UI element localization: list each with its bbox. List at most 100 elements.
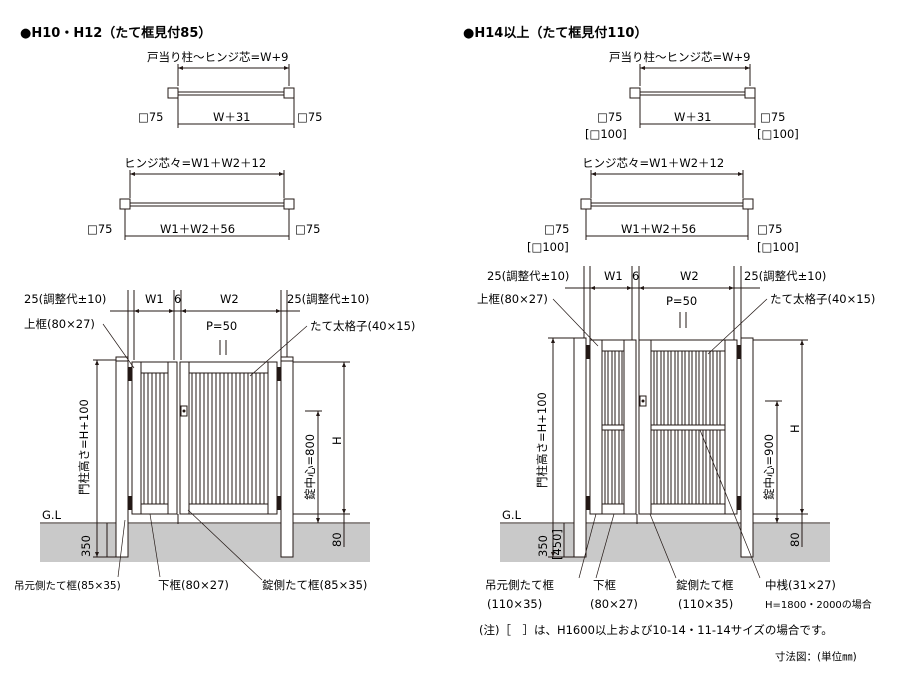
right-adjust-r: 25(調整代±10) xyxy=(744,269,826,283)
right-hinge-stile-size: (110×35) xyxy=(487,597,542,611)
vertical-bar xyxy=(604,429,609,505)
right-plan1-post-r-size-alt: [□100] xyxy=(757,127,799,141)
left-gate-leaf-2 xyxy=(179,361,278,515)
left-adjust-l: 25(調整代±10) xyxy=(24,292,106,306)
left-plan1-post-l-size: □75 xyxy=(138,110,164,124)
vertical-bar xyxy=(207,372,213,505)
vertical-bar xyxy=(215,372,221,505)
right-depth-alt: [450] xyxy=(550,529,564,560)
left-bottom-rail: 下框(80×27) xyxy=(158,578,229,592)
right-plan1-post-l-size: □75 xyxy=(597,110,623,124)
right-post-l xyxy=(573,337,587,558)
right-plan2-post-r-size-alt: [□100] xyxy=(757,240,799,254)
left-adjust-r: 25(調整代±10) xyxy=(287,292,369,306)
vertical-bar xyxy=(239,372,245,505)
right-post-height: 門柱高さ=H+100 xyxy=(535,392,549,488)
vertical-bar xyxy=(199,372,205,505)
vertical-bar xyxy=(716,429,721,505)
left-post-r xyxy=(280,359,294,558)
left-bar: たて太格子(40×15) xyxy=(310,319,415,333)
left-post-height: 門柱高さ=H+100 xyxy=(77,399,91,495)
right-title: ●H14以上（たて框見付110） xyxy=(463,25,647,41)
right-mid-rail-note: H=1800・2000の場合 xyxy=(765,598,872,611)
left-plan1-post-r-size: □75 xyxy=(297,110,323,124)
vertical-bar xyxy=(159,372,165,505)
left-plan2-post-l-size: □75 xyxy=(87,222,113,236)
vertical-bar xyxy=(702,350,707,426)
right-plan1-top-label: 戸当り柱～ヒンジ芯=W+9 xyxy=(609,50,750,64)
right-plan-2: ヒンジ芯々=W1＋W2＋12 □75 [□100] W1＋W2＋56 □75 [… xyxy=(527,156,799,254)
vertical-bar xyxy=(674,429,679,505)
right-plan2-post-r-size: □75 xyxy=(757,222,783,236)
vertical-bar xyxy=(231,372,237,505)
vertical-bar xyxy=(223,372,229,505)
right-bar: たて太格子(40×15) xyxy=(770,292,875,306)
left-h: H xyxy=(330,436,344,445)
footnote: (注)［ ］は、H1600以上および10-14・11-14サイズの場合です。 xyxy=(479,623,833,637)
vertical-bar xyxy=(681,350,686,426)
vertical-bar xyxy=(255,372,261,505)
right-bottom-rail-size: (80×27) xyxy=(590,597,638,611)
unit-label: 寸法図：(単位㎜) xyxy=(775,650,857,663)
left-elevation: 25(調整代±10) W1 6 W2 25(調整代±10) P=50 G.L xyxy=(14,290,415,592)
right-top-rail: 上框(80×27) xyxy=(477,292,548,306)
left-top-rail: 上框(80×27) xyxy=(24,317,95,331)
vertical-bar xyxy=(674,350,679,426)
left-depth: 350 xyxy=(79,535,93,557)
right-lock-stile-size: (110×35) xyxy=(678,597,733,611)
left-plan-2: ヒンジ芯々=W1＋W2＋12 □75 W1＋W2＋56 □75 xyxy=(87,156,321,240)
vertical-bar xyxy=(681,429,686,505)
right-gate-leaf-2 xyxy=(638,339,738,515)
vertical-bar xyxy=(660,350,665,426)
left-w1: W1 xyxy=(145,292,164,306)
right-elevation: 25(調整代±10) W1 6 W2 25(調整代±10) P=50 G.L xyxy=(477,266,875,611)
left-plan1-post-l xyxy=(167,87,179,99)
right-gap: 6 xyxy=(632,269,639,283)
vertical-bar xyxy=(709,429,714,505)
right-depth: 350 xyxy=(536,535,550,557)
right-plan1-post-l-size-alt: [□100] xyxy=(585,127,627,141)
vertical-bar xyxy=(263,372,269,505)
right-adjust-l: 25(調整代±10) xyxy=(487,269,569,283)
vertical-bar xyxy=(667,429,672,505)
right-plan2-post-l-size-alt: [□100] xyxy=(527,240,569,254)
left-lock-center: 錠中心=800 xyxy=(303,434,317,500)
right-bottom-rail: 下框 xyxy=(593,578,616,592)
right-gl: G.L xyxy=(502,508,522,522)
vertical-bar xyxy=(143,372,149,505)
vertical-bar xyxy=(695,350,700,426)
vertical-bar xyxy=(688,350,693,426)
left-w2: W2 xyxy=(220,292,239,306)
vertical-bar xyxy=(716,350,721,426)
left-plan2-post-r xyxy=(283,198,295,210)
right-plan1-post-r-size: □75 xyxy=(760,110,786,124)
right-lock-center: 錠中心=900 xyxy=(762,434,776,500)
vertical-bar xyxy=(618,429,623,505)
vertical-bar xyxy=(688,429,693,505)
right-plan2-top-label: ヒンジ芯々=W1＋W2＋12 xyxy=(582,156,724,170)
vertical-bar xyxy=(604,350,609,426)
left-gl: G.L xyxy=(42,508,62,522)
left-plan2-post-l xyxy=(119,198,131,210)
left-lock-stile: 錠側たて框(85×35) xyxy=(262,578,367,592)
left-plan2-post-r-size: □75 xyxy=(295,222,321,236)
left-section: ●H10・H12（たて框見付85） 戸当り柱～ヒンジ芯=W+9 □75 W＋31… xyxy=(14,25,415,592)
left-gate-leaf-1 xyxy=(131,361,178,515)
right-h: H xyxy=(788,424,802,433)
vertical-bar xyxy=(653,429,658,505)
vertical-bar xyxy=(191,372,197,505)
right-plan-1: 戸当り柱～ヒンジ芯=W+9 □75 [□100] W＋31 □75 [□100] xyxy=(585,50,799,141)
left-plan2-top-label: ヒンジ芯々=W1＋W2＋12 xyxy=(124,156,266,170)
right-pitch: P=50 xyxy=(666,294,697,308)
left-gap: 6 xyxy=(174,292,181,306)
right-plan2-post-l-size: □75 xyxy=(544,222,570,236)
left-plan2-width: W1＋W2＋56 xyxy=(160,222,235,236)
right-gate-leaf-1 xyxy=(589,339,637,515)
right-hinge-stile: 吊元側たて框 xyxy=(485,578,554,592)
vertical-bar xyxy=(151,372,157,505)
left-plan1-post-r xyxy=(283,87,295,99)
left-hinge-stile: 吊元側たて框(85×35) xyxy=(14,579,121,592)
vertical-bar xyxy=(702,429,707,505)
right-clearance: 80 xyxy=(788,532,802,547)
